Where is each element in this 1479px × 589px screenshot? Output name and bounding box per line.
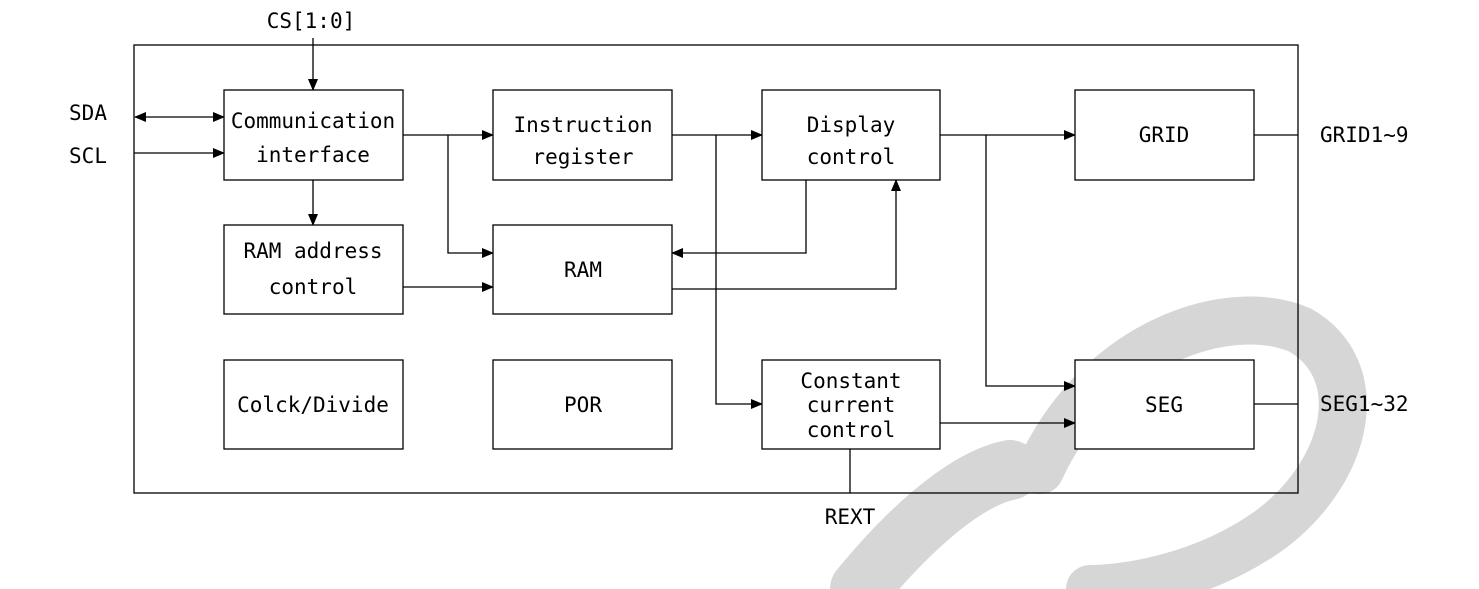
comm-to-ram — [447, 135, 494, 258]
block-por: POR — [492, 359, 673, 450]
rext-label: REXT — [825, 505, 876, 529]
block-label: control — [807, 145, 896, 169]
block-ram-address: RAM address control — [223, 224, 404, 315]
block-grid: GRID — [1074, 89, 1255, 181]
block-label: current — [807, 393, 896, 417]
block-label: Communication — [231, 109, 395, 133]
sda-label: SDA — [69, 101, 107, 125]
block-label: GRID — [1139, 123, 1190, 147]
watermark-logo — [830, 296, 1367, 589]
block-label: Constant — [800, 369, 901, 393]
block-display: Display control — [761, 89, 941, 181]
block-clock: Colck/Divide — [223, 359, 404, 450]
cs-label: CS[1:0] — [267, 9, 356, 33]
block-label: Instruction — [513, 113, 652, 137]
block-label: RAM address — [243, 239, 382, 263]
display-to-ram — [671, 180, 807, 258]
block-label: control — [269, 275, 358, 299]
scl-label: SCL — [69, 144, 107, 168]
chip-outline — [133, 44, 1299, 494]
block-comm: Communication interface — [223, 89, 404, 181]
block-instruction: Instruction register — [492, 89, 673, 181]
display-to-seg — [985, 135, 1076, 391]
block-label: Colck/Divide — [237, 393, 389, 417]
seg-output-label: SEG1~32 — [1320, 392, 1409, 416]
connections — [134, 38, 1298, 493]
block-label: POR — [564, 393, 602, 417]
block-label: RAM — [564, 258, 602, 282]
block-label: control — [807, 418, 896, 442]
block-label: SEG — [1145, 393, 1183, 417]
block-label: register — [532, 145, 633, 169]
block-label: interface — [256, 143, 370, 167]
block-label: Display — [807, 113, 896, 137]
block-constant-current: Constant current control — [761, 359, 941, 450]
block-ram: RAM — [492, 224, 673, 315]
block-seg: SEG — [1074, 359, 1255, 450]
grid-output-label: GRID1~9 — [1320, 123, 1409, 147]
ram-to-display — [672, 179, 901, 290]
instr-to-constant — [715, 135, 763, 409]
